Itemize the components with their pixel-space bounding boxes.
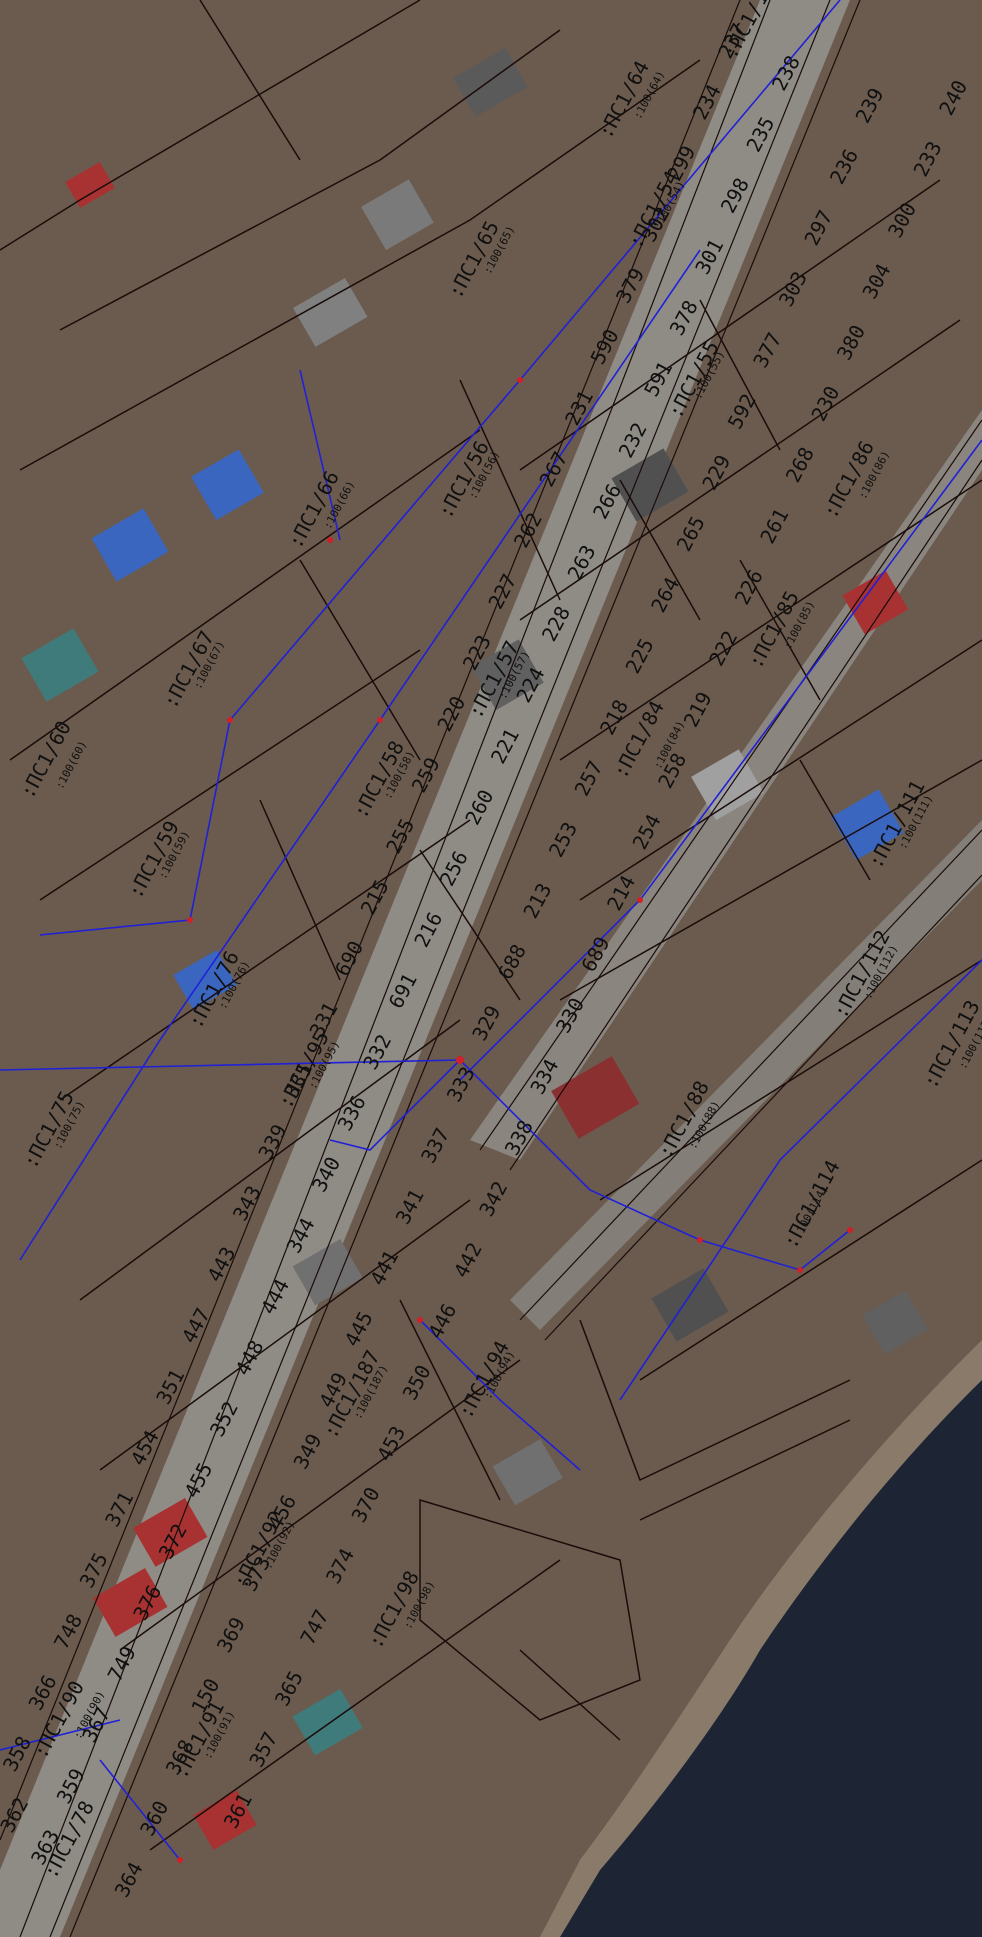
- river: [560, 1380, 982, 1937]
- buildings: [21, 47, 929, 1850]
- lower-road: [510, 820, 982, 1330]
- parcel-boundaries: [0, 0, 982, 1851]
- shore: [540, 1340, 982, 1937]
- survey-points: [177, 377, 853, 1863]
